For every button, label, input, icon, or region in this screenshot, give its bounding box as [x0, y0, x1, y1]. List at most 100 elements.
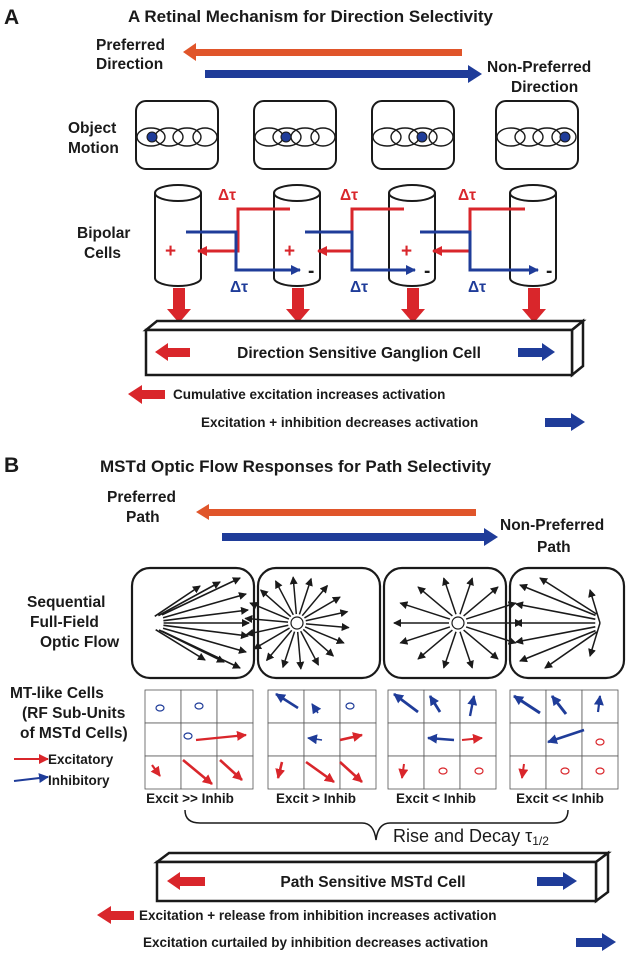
mt-cells-line2: (RF Sub-Units [22, 705, 125, 722]
bipolar-cell-3 [388, 184, 436, 287]
object-motion-box-3 [371, 100, 455, 170]
mstd-blue-arrow [537, 872, 577, 890]
excitatory-connections [197, 207, 525, 256]
mt-small-response [560, 767, 570, 775]
flow-arrows-4 [514, 577, 601, 669]
flow-arrow [157, 581, 221, 617]
mt-small-response [155, 704, 165, 712]
grid-cell [267, 689, 305, 724]
mt-arrow [427, 733, 455, 744]
grid-cell [144, 755, 182, 790]
flow-arrow [588, 622, 601, 657]
preferred-path-arrow [196, 504, 476, 520]
grid-cell [459, 755, 497, 790]
bipolar-cell-2 [273, 184, 321, 287]
flow-arrow [442, 577, 457, 615]
grid-cell [509, 722, 547, 757]
grid-cell [216, 722, 254, 757]
mt-arrow [275, 761, 286, 779]
flow-arrow [515, 626, 596, 645]
legend-b-inhib: Excitation curtailed by inhibition decre… [143, 935, 488, 950]
mt-small-response [474, 767, 484, 775]
mt-small-response [595, 738, 605, 746]
grid-cell [144, 722, 182, 757]
delta-tau-red-3: Δτ [458, 187, 476, 204]
object-motion-box-1 [135, 100, 219, 170]
inhibitory-legend-label: Inhibitory [48, 773, 110, 788]
flow-arrow [245, 624, 289, 637]
grid-cell [267, 755, 305, 790]
mt-arrow [311, 703, 322, 715]
flow-arrow [305, 623, 350, 631]
mt-cells-line1: MT-like Cells [10, 685, 104, 702]
grid-cell [581, 755, 619, 790]
grid-cell [423, 689, 461, 724]
flow-arrow [459, 631, 474, 669]
grid-cell [339, 755, 377, 790]
grid-cell [216, 689, 254, 724]
optic-flow-line1: Sequential [27, 594, 105, 611]
flow-arrow [539, 577, 597, 615]
minus-sign-1: - [308, 261, 314, 282]
preferred-direction-line2: Direction [96, 56, 163, 73]
grid-label-4: Excit << Inhib [516, 791, 604, 806]
flow-arrow [544, 631, 598, 669]
grid-cell [180, 689, 218, 724]
flow-arrow [442, 631, 457, 669]
plus-sign-3: + [401, 241, 412, 262]
mt-arrow [428, 695, 442, 713]
flow-arrow [465, 626, 517, 645]
inhibitory-connections [186, 230, 539, 275]
optic-flow-line2: Full-Field [30, 614, 99, 631]
mt-arrow [219, 759, 243, 781]
bipolar-cells-line1: Bipolar [77, 225, 130, 242]
mt-arrow [305, 760, 335, 784]
mstd-label: Path Sensitive MSTd Cell [280, 874, 465, 891]
mt-arrow [393, 692, 419, 714]
flow-arrow [588, 589, 601, 624]
flow-arrow [459, 577, 474, 615]
flow-arrow [463, 586, 499, 617]
object-motion-line1: Object [68, 120, 116, 137]
grid-cell [387, 755, 425, 790]
ganglion-blue-arrow [518, 343, 555, 361]
flow-arrow [399, 601, 451, 620]
flow-arrow [298, 577, 313, 615]
flow-arrow [305, 609, 349, 622]
mt-arrow [182, 758, 213, 786]
mstd-red-arrow [167, 872, 205, 890]
legend-b-red-arrow [97, 906, 134, 924]
mt-arrow [195, 730, 247, 742]
flow-arrow [289, 576, 298, 615]
bipolar-output-arrows [167, 288, 546, 323]
mt-cells-line3: of MSTd Cells) [20, 725, 128, 742]
flow-arrow [244, 615, 289, 623]
preferred-direction-line1: Preferred [96, 37, 165, 54]
flow-arrow [274, 580, 294, 616]
flow-arrow [161, 577, 241, 616]
mt-arrow [518, 763, 529, 779]
mt-arrow [513, 694, 541, 715]
panel-a-title: A Retinal Mechanism for Direction Select… [128, 7, 494, 26]
grid-cell [303, 689, 341, 724]
nonpreferred-direction-line1: Non-Preferred [487, 59, 591, 76]
nonpreferred-path-line2: Path [537, 539, 571, 556]
flow-arrow [302, 628, 335, 657]
mt-arrow [339, 761, 363, 783]
legend-a-blue-arrow [545, 413, 585, 431]
ganglion-red-arrow [155, 343, 190, 361]
legend-a-red-arrow [128, 385, 165, 404]
nonpreferred-path-line1: Non-Preferred [500, 517, 604, 534]
grid-cell [423, 755, 461, 790]
flow-arrows-1 [154, 577, 250, 669]
summation-brace [184, 809, 569, 841]
nonpreferred-direction-line2: Direction [511, 79, 578, 96]
flow-arrow [301, 584, 329, 617]
mt-arrow [150, 764, 161, 777]
mt-arrow [398, 763, 409, 779]
delta-tau-blue-1: Δτ [230, 279, 248, 296]
flow-arrow [519, 583, 596, 617]
panel-b-letter: B [4, 454, 19, 477]
ganglion-cell-bar [142, 318, 587, 378]
bipolar-cell-4 [509, 184, 557, 287]
